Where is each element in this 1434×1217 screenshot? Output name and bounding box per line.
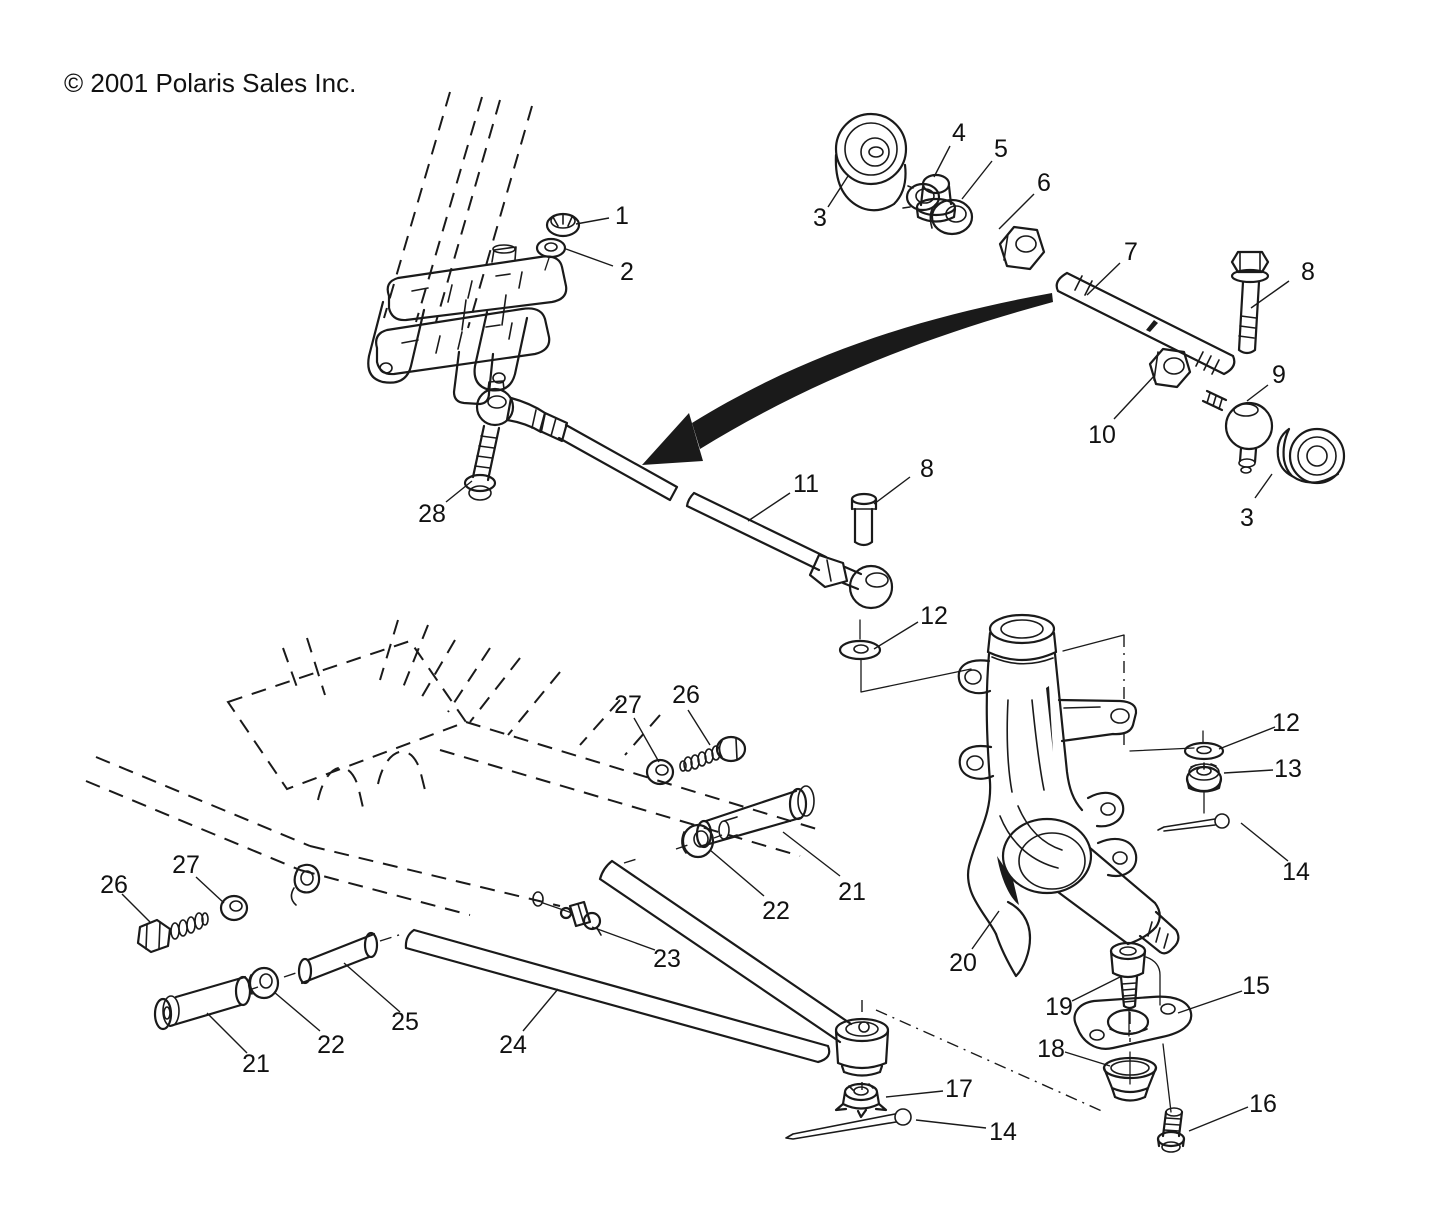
callout-label-21: 21 xyxy=(838,878,866,906)
callout-label-27: 27 xyxy=(172,851,200,879)
callout-leader-22 xyxy=(709,849,765,897)
callout-leader-21 xyxy=(206,1012,248,1054)
callout-leader-11 xyxy=(747,492,791,522)
callout-leader-16 xyxy=(1188,1106,1249,1132)
callout-leader-21 xyxy=(782,831,841,877)
callout-leader-3 xyxy=(1254,473,1273,499)
direction-arrow xyxy=(642,293,1053,465)
callout-label-3: 3 xyxy=(813,204,827,232)
callout-label-10: 10 xyxy=(1088,421,1116,449)
tie-rod-11 xyxy=(685,491,972,693)
callout-leader-26 xyxy=(687,709,711,746)
callout-label-8: 8 xyxy=(920,455,934,483)
callout-leader-6 xyxy=(998,193,1035,230)
callout-label-1: 1 xyxy=(615,202,629,230)
callout-leader-25 xyxy=(343,962,401,1013)
a-arm-assembly xyxy=(136,735,1105,1140)
callout-label-18: 18 xyxy=(1037,1035,1065,1063)
callout-label-16: 16 xyxy=(1249,1090,1277,1118)
callout-leader-17 xyxy=(885,1090,944,1098)
callout-leader-26 xyxy=(121,893,151,923)
callout-leader-24 xyxy=(522,988,559,1032)
callout-label-19: 19 xyxy=(1045,993,1073,1021)
callout-leader-22 xyxy=(273,991,321,1032)
callout-label-24: 24 xyxy=(499,1031,527,1059)
callout-leader-10 xyxy=(1113,374,1156,420)
callout-leader-18 xyxy=(1064,1051,1111,1067)
copyright-text: © 2001 Polaris Sales Inc. xyxy=(64,68,356,98)
callout-leader-28 xyxy=(445,480,473,503)
callout-leader-14 xyxy=(1240,822,1289,862)
callout-label-12: 12 xyxy=(920,602,948,630)
callout-label-17: 17 xyxy=(945,1075,973,1103)
callout-leader-12 xyxy=(1218,726,1276,750)
tie-rod-assembly xyxy=(834,112,1346,485)
callout-label-11: 11 xyxy=(793,470,819,498)
callout-leader-13 xyxy=(1223,769,1274,774)
steering-knuckle xyxy=(957,613,1195,978)
callout-leader-19 xyxy=(1071,976,1121,1002)
callout-leader-5 xyxy=(961,160,993,200)
callout-label-20: 20 xyxy=(949,949,977,977)
callout-leader-8 xyxy=(1250,280,1290,309)
callout-label-14: 14 xyxy=(1282,858,1310,886)
callout-label-26: 26 xyxy=(100,871,128,899)
callout-leader-9 xyxy=(1246,384,1269,402)
callout-leader-27 xyxy=(195,876,225,904)
callout-leader-15 xyxy=(1177,990,1243,1014)
callout-label-7: 7 xyxy=(1124,238,1138,266)
callout-label-23: 23 xyxy=(653,945,681,973)
callout-label-13: 13 xyxy=(1274,755,1302,783)
callout-label-25: 25 xyxy=(391,1008,419,1036)
fastener-stack-top xyxy=(535,212,581,271)
callout-leader-8 xyxy=(873,476,911,505)
callout-leader-4 xyxy=(933,145,951,178)
callout-leader-7 xyxy=(1086,262,1121,296)
callout-leader-2 xyxy=(565,248,614,267)
callout-label-6: 6 xyxy=(1037,169,1051,197)
ball-joint-hardware xyxy=(1073,941,1193,1153)
callout-leader-1 xyxy=(575,217,610,225)
callout-label-14: 14 xyxy=(989,1118,1017,1146)
callout-leader-23 xyxy=(591,926,656,951)
callout-leader-20 xyxy=(971,910,1000,950)
callout-label-28: 28 xyxy=(418,500,446,528)
callout-layer: 1234567891031181212131415161714181920212… xyxy=(100,119,1315,1146)
callout-label-3: 3 xyxy=(1240,504,1254,532)
callout-label-4: 4 xyxy=(952,119,966,147)
callout-leader-12 xyxy=(873,621,919,650)
callout-leader-14 xyxy=(915,1119,987,1129)
steering-column-assembly xyxy=(367,91,679,502)
callout-label-21: 21 xyxy=(242,1050,270,1078)
callout-label-27: 27 xyxy=(614,691,642,719)
callout-label-9: 9 xyxy=(1272,361,1286,389)
callout-leader-27 xyxy=(633,717,660,763)
callout-label-26: 26 xyxy=(672,681,700,709)
callout-leader-3 xyxy=(827,175,849,208)
callout-label-8: 8 xyxy=(1301,258,1315,286)
callout-label-5: 5 xyxy=(994,135,1008,163)
callout-label-22: 22 xyxy=(317,1031,345,1059)
callout-label-2: 2 xyxy=(620,258,634,286)
fastener-stack-right xyxy=(1157,730,1230,832)
callout-label-22: 22 xyxy=(762,897,790,925)
callout-label-15: 15 xyxy=(1242,972,1270,1000)
frame-phantom xyxy=(85,619,821,916)
callout-label-12: 12 xyxy=(1272,709,1300,737)
